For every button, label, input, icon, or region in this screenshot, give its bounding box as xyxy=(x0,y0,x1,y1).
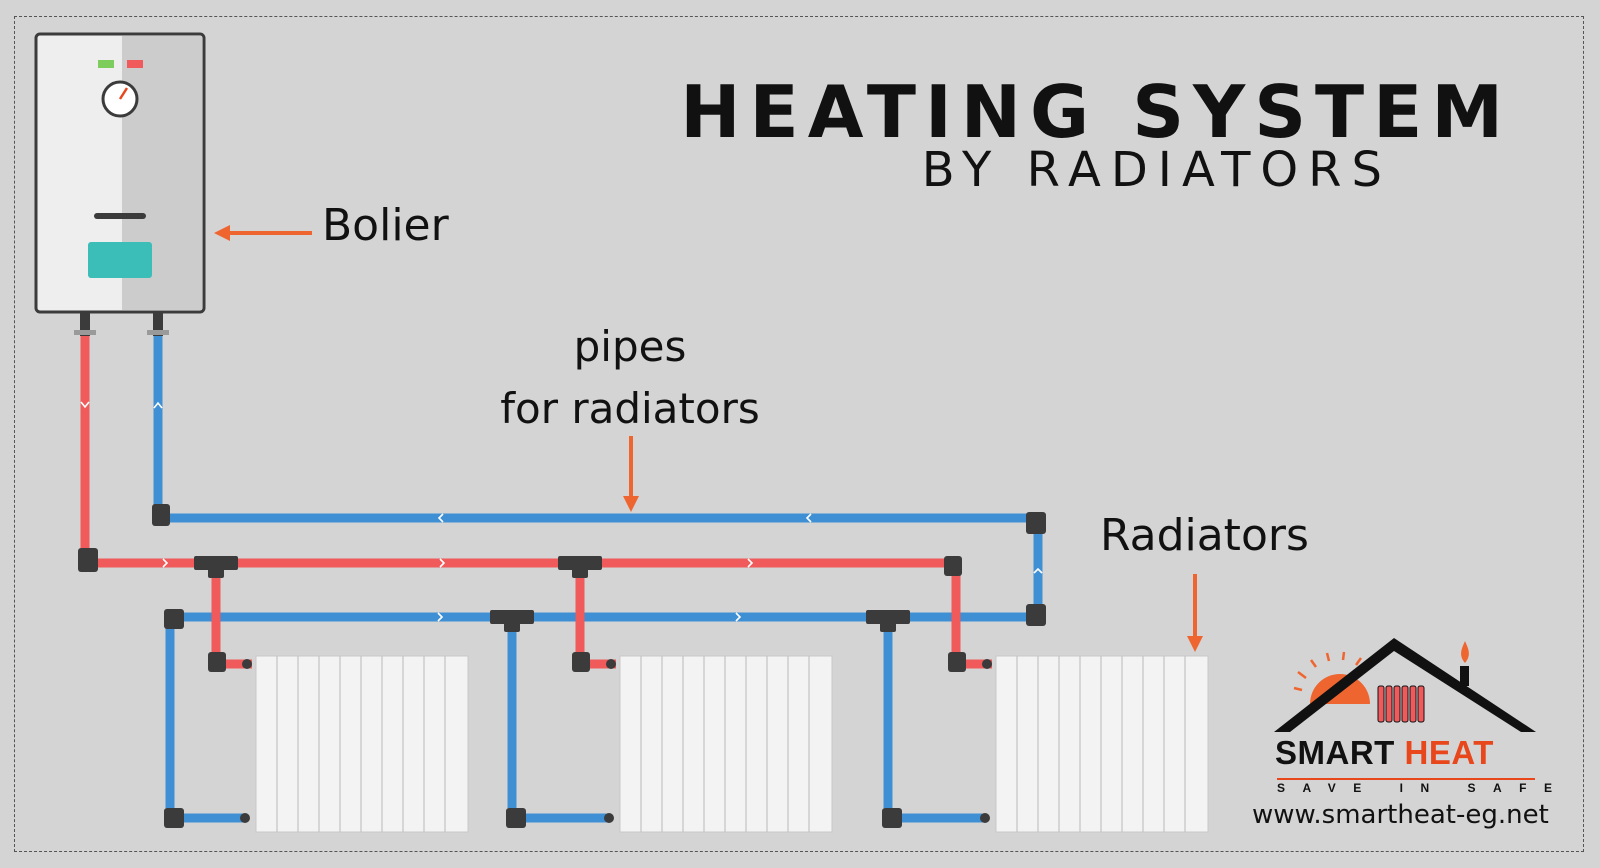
flame-icon xyxy=(1461,641,1469,663)
radiator-1 xyxy=(255,655,469,833)
annotation-arrows xyxy=(214,225,1203,652)
flow-direction-marks xyxy=(80,401,1043,622)
pipes-label-line2: for radiators xyxy=(500,384,760,433)
dashed-frame xyxy=(14,16,1584,852)
pressure-gauge-icon xyxy=(101,80,139,118)
logo-radiator xyxy=(1377,685,1425,723)
brand-name-part1: SMART xyxy=(1275,734,1395,771)
brand-tagline: SAVE IN SAFE xyxy=(1277,778,1552,795)
diagram-subtitle: BY RADIATORS xyxy=(921,142,1392,198)
radiator-3 xyxy=(995,655,1209,833)
boiler-icon xyxy=(34,32,206,314)
pipe-fittings xyxy=(74,312,1046,828)
pipes-label-line1: pipes xyxy=(573,322,687,371)
brand-url: www.smartheat-eg.net xyxy=(1252,800,1549,830)
boiler-label: Bolier xyxy=(322,200,449,251)
diagram-title: HEATING SYSTEM xyxy=(680,70,1512,154)
radiators-label: Radiators xyxy=(1100,510,1309,561)
radiator-2 xyxy=(619,655,833,833)
brand-name: SMART HEAT xyxy=(1275,734,1494,772)
house-logo-icon xyxy=(1274,638,1536,732)
brand-name-part2: HEAT xyxy=(1404,734,1494,771)
